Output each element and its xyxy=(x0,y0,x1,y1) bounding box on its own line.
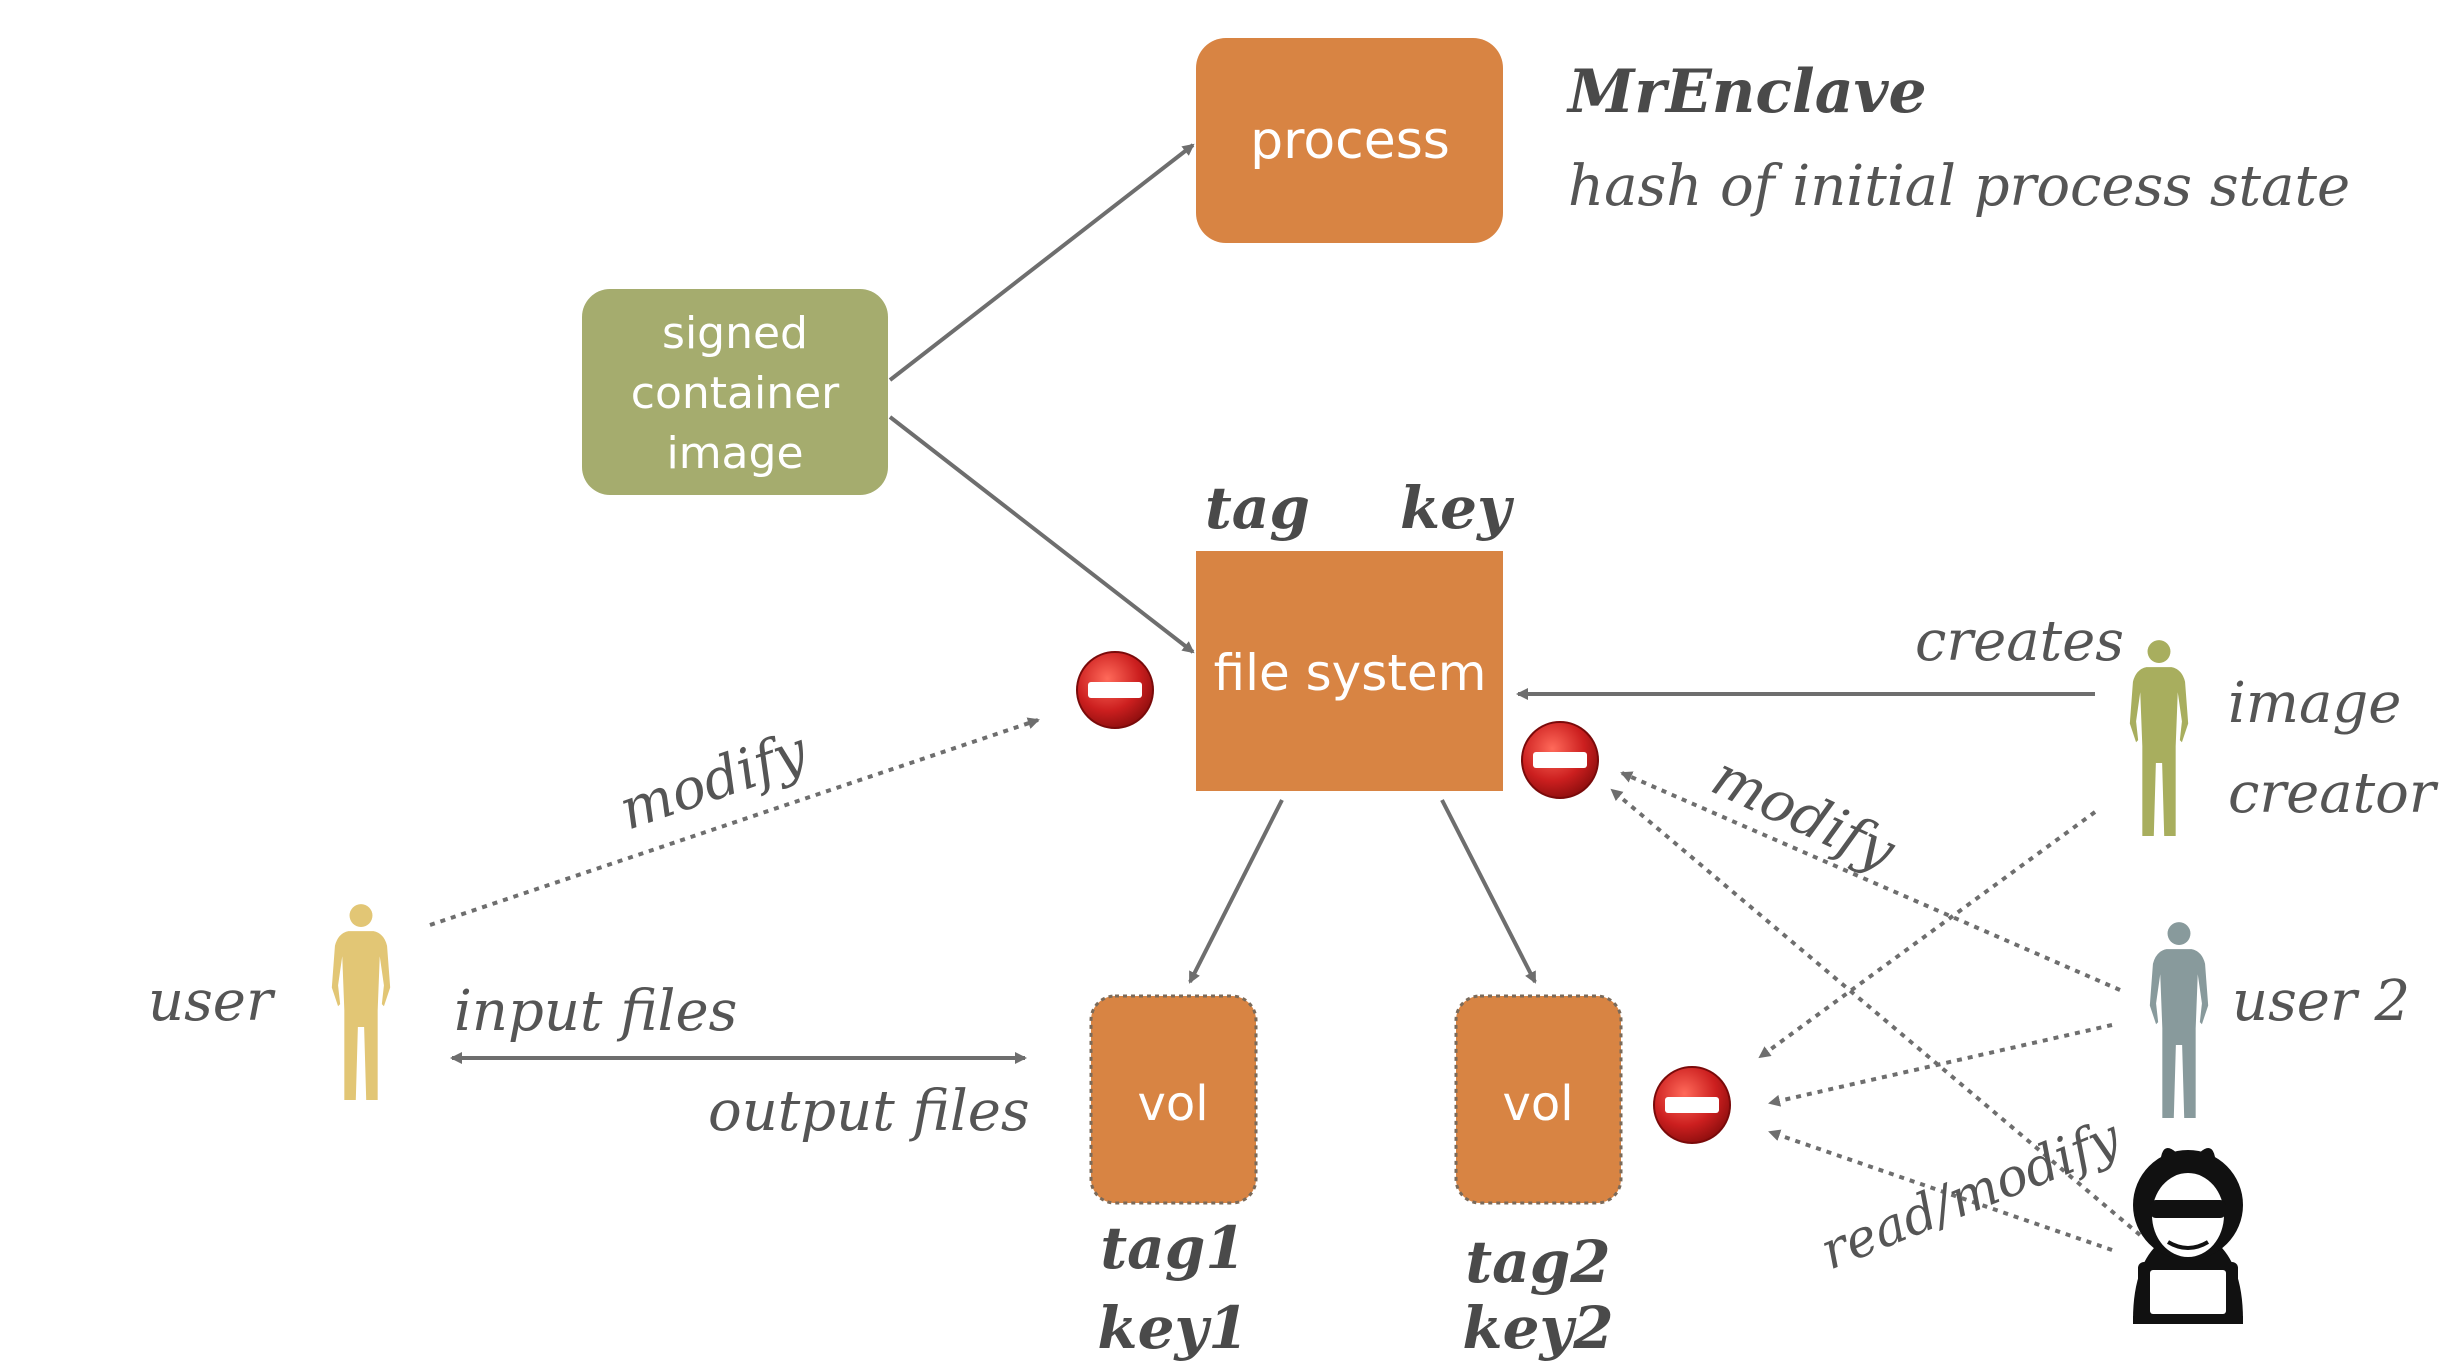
no-entry-icon xyxy=(1653,1066,1731,1144)
dotted-hacker-to-vol xyxy=(1768,1129,2113,1252)
user-person-icon xyxy=(331,904,391,1100)
no-entry-icon xyxy=(1521,721,1599,799)
key1-label: key1 xyxy=(1097,1294,1248,1362)
image-creator-label-line2: creator xyxy=(2228,761,2439,826)
file-system-box: file system xyxy=(1196,551,1503,791)
input-files-label: input files xyxy=(454,979,737,1044)
volume-box-2: vol xyxy=(1454,994,1623,1205)
image-creator-label-line1: image xyxy=(2228,671,2401,736)
mrenclave-description: hash of initial process state xyxy=(1568,154,2350,219)
dotted-user2-modify-fs xyxy=(1620,771,2121,992)
vol2-label: vol xyxy=(1502,1076,1573,1132)
arrow-filesystem-to-vol2 xyxy=(1440,799,1537,984)
key-label: key xyxy=(1400,474,1515,542)
volume-box-1: vol xyxy=(1089,994,1258,1205)
vol1-label: vol xyxy=(1137,1076,1208,1132)
output-files-label: output files xyxy=(708,1079,1030,1144)
dotted-creator-to-vol xyxy=(1758,810,2097,1059)
tag2-label: tag2 xyxy=(1465,1228,1610,1296)
arrow-signed-to-process xyxy=(888,143,1195,382)
process-box: process xyxy=(1196,38,1503,243)
arrow-filesystem-to-vol1 xyxy=(1188,799,1284,984)
modify-label-left: modify xyxy=(611,719,816,844)
signed-container-image-box: signed container image xyxy=(582,289,888,495)
dotted-hacker-modify-fs xyxy=(1610,788,2142,1237)
read-modify-label: read/modify xyxy=(1812,1108,2129,1282)
user2-person-icon xyxy=(2149,922,2209,1118)
no-entry-icon xyxy=(1076,651,1154,729)
user2-label: user 2 xyxy=(2232,969,2410,1034)
dotted-user2-to-vol xyxy=(1768,1023,2113,1107)
mrenclave-title: MrEnclave xyxy=(1566,57,1927,127)
tag-label: tag xyxy=(1205,474,1310,542)
dotted-user-modify xyxy=(429,717,1040,927)
user-label: user xyxy=(148,969,276,1034)
process-label: process xyxy=(1250,111,1450,171)
tag1-label: tag1 xyxy=(1100,1214,1245,1282)
arrow-signed-to-filesystem xyxy=(888,415,1195,654)
file-system-label: file system xyxy=(1214,644,1487,702)
image-creator-person-icon xyxy=(2129,640,2189,836)
creates-label: creates xyxy=(1915,609,2124,674)
key2-label: key2 xyxy=(1462,1294,1613,1362)
signed-label-line1: signed xyxy=(662,308,808,359)
modify-label-right: modify xyxy=(1702,744,1906,885)
signed-label-line3: image xyxy=(666,428,803,479)
hacker-icon xyxy=(2133,1147,2243,1324)
signed-label-line2: container xyxy=(631,368,840,419)
